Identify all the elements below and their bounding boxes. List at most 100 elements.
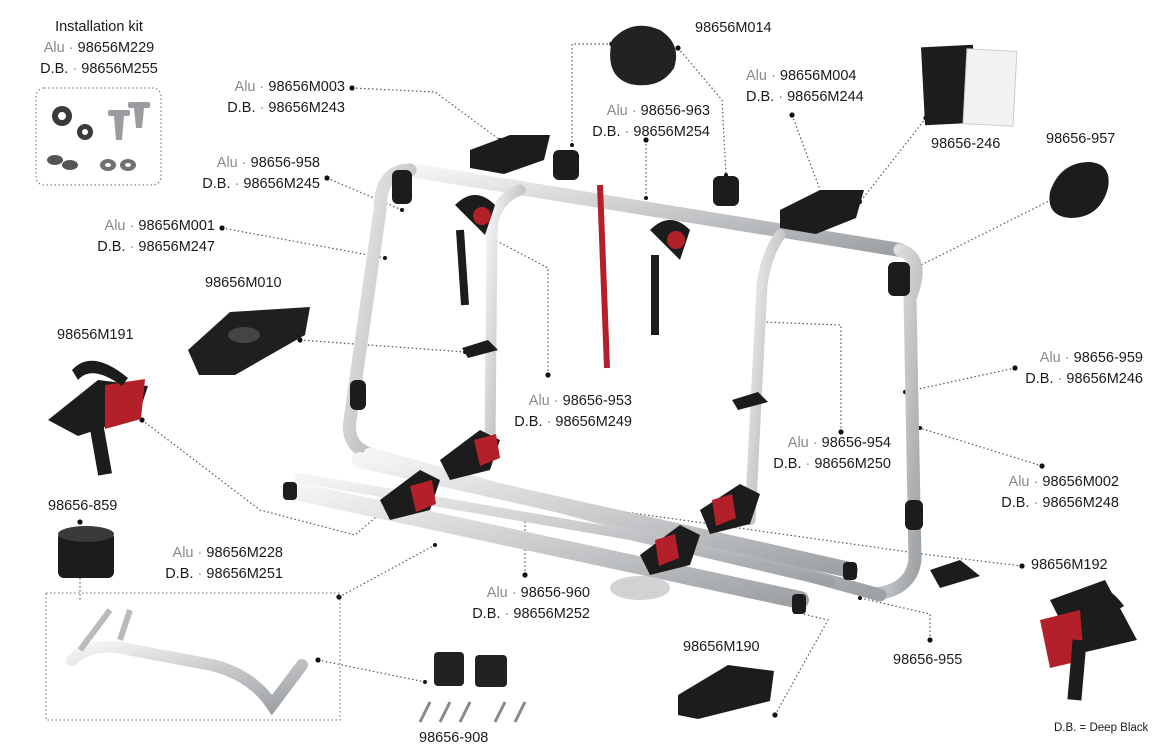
separator: · — [546, 414, 552, 430]
labels-m001-alu-code: 98656M001 — [138, 218, 215, 234]
label-98656-957: 98656-957 — [1046, 129, 1115, 150]
labels-m960-db: D.B. — [472, 606, 501, 622]
pad-black-part — [920, 44, 978, 126]
installation-kit-box — [35, 87, 162, 186]
labels-m963-alu: Alu — [606, 103, 628, 119]
label-98656M190: 98656M190 — [683, 637, 760, 658]
label-installation-kit: Installation kit Alu · 98656M229 D.B. · … — [38, 17, 160, 80]
label-98656-963: Alu · 98656-963 D.B. · 98656M254 — [560, 101, 710, 143]
separator: · — [771, 68, 776, 84]
support-block-part — [678, 665, 774, 719]
labels-installation-kit-alu-code: 98656M229 — [77, 40, 155, 56]
top-mount-right — [780, 190, 864, 234]
top-mount-left — [470, 135, 550, 174]
labels-m004-alu: Alu — [746, 68, 767, 84]
label-98656-958: Alu · 98656-958 D.B. · 98656M245 — [180, 153, 320, 195]
labels-m954-alu-code: 98656-954 — [821, 435, 891, 451]
labels-m004-db-code: 98656M244 — [787, 89, 864, 105]
labels-m958-db-code: 98656M245 — [243, 176, 320, 192]
labels-m001-alu: Alu — [104, 218, 126, 234]
labels-installation-kit-db-code: 98656M255 — [81, 61, 158, 77]
wheel-holder-left-part — [48, 360, 148, 476]
wheel-holder-right-part — [1040, 580, 1137, 701]
labels-m954-db-code: 98656M250 — [814, 456, 891, 472]
pad-white-part — [962, 48, 1018, 127]
end-cap-part — [1049, 162, 1109, 218]
separator: · — [812, 435, 818, 451]
labels-m002-db-code: 98656M248 — [1042, 495, 1119, 511]
separator: · — [129, 239, 135, 255]
separator: · — [1033, 474, 1039, 490]
labels-m959-alu-code: 98656-959 — [1073, 350, 1143, 366]
labels-m004-db: D.B. — [746, 89, 775, 105]
labels-m958-alu: Alu — [216, 155, 238, 171]
screw-icon — [108, 102, 150, 140]
labels-m003-alu-code: 98656M003 — [268, 79, 345, 95]
separator: · — [631, 103, 637, 119]
separator: · — [241, 155, 247, 171]
labels-m959-db-code: 98656M246 — [1066, 371, 1143, 387]
labels-m002-db: D.B. — [1001, 495, 1030, 511]
label-98656M014: 98656M014 — [695, 18, 772, 39]
labels-m953-alu-code: 98656-953 — [562, 393, 632, 409]
label-98656-246: 98656-246 — [931, 134, 1000, 155]
fittings-part — [418, 652, 527, 723]
labels-m958-alu-code: 98656-958 — [250, 155, 320, 171]
frame-bar-part — [66, 640, 308, 716]
separator: · — [624, 124, 630, 140]
gear-icon — [52, 106, 93, 140]
labels-m963-db-code: 98656M254 — [633, 124, 710, 140]
label-98656-954: Alu · 98656-954 D.B. · 98656M250 — [748, 433, 891, 475]
separator: · — [504, 606, 510, 622]
label-98656M192: 98656M192 — [1031, 555, 1108, 576]
labels-m957-code: 98656-957 — [1046, 131, 1116, 147]
labels-m953-db: D.B. — [514, 414, 543, 430]
separator: · — [511, 585, 517, 601]
label-98656-959: Alu · 98656-959 D.B. · 98656M246 — [1000, 348, 1143, 390]
labels-m246-code: 98656-246 — [931, 136, 1001, 152]
separator: · — [1033, 495, 1039, 511]
labels-m955-code: 98656-955 — [893, 652, 963, 668]
labels-m004-alu-code: 98656M004 — [779, 68, 857, 84]
labels-m002-alu: Alu — [1008, 474, 1030, 490]
rack-frame — [281, 135, 980, 614]
labels-m003-alu: Alu — [234, 79, 256, 95]
labels-m228-db-code: 98656M251 — [206, 566, 283, 582]
labels-m003-db: D.B. — [227, 100, 256, 116]
labels-m959-alu: Alu — [1039, 350, 1061, 366]
separator: · — [68, 40, 74, 56]
frame-bar-box — [45, 592, 341, 721]
installation-kit-title: Installation kit — [55, 19, 143, 35]
separator: · — [197, 545, 203, 561]
separator: · — [234, 176, 240, 192]
label-98656-859: 98656-859 — [48, 496, 117, 517]
labels-m010-code: 98656M010 — [205, 275, 282, 291]
label-98656-955: 98656-955 — [893, 650, 962, 671]
labels-m960-db-code: 98656M252 — [513, 606, 590, 622]
label-98656M002: Alu · 98656M002 D.B. · 98656M248 — [972, 472, 1119, 514]
labels-m963-db: D.B. — [592, 124, 621, 140]
separator: · — [553, 393, 559, 409]
labels-m954-alu: Alu — [787, 435, 809, 451]
separator: · — [778, 89, 784, 105]
separator: · — [197, 566, 203, 582]
labels-m001-db: D.B. — [97, 239, 126, 255]
labels-installation-kit-db: D.B. — [40, 61, 69, 77]
nut-icon — [100, 159, 136, 171]
label-98656M004: Alu · 98656M004 D.B. · 98656M244 — [746, 66, 864, 108]
label-98656M191: 98656M191 — [57, 325, 134, 346]
labels-m228-alu: Alu — [172, 545, 194, 561]
label-98656M228: Alu · 98656M228 D.B. · 98656M251 — [140, 543, 283, 585]
labels-m954-db: D.B. — [773, 456, 802, 472]
labels-installation-kit-alu: Alu — [43, 40, 65, 56]
label-98656M010: 98656M010 — [205, 273, 282, 294]
labels-m003-db-code: 98656M243 — [268, 100, 345, 116]
labels-m014-code: 98656M014 — [695, 20, 772, 36]
label-98656M001: Alu · 98656M001 D.B. · 98656M247 — [70, 216, 215, 258]
labels-m959-db: D.B. — [1025, 371, 1054, 387]
label-98656-953: Alu · 98656-953 D.B. · 98656M249 — [490, 391, 632, 433]
label-98656-908: 98656-908 — [419, 728, 488, 749]
labels-m963-alu-code: 98656-963 — [640, 103, 710, 119]
separator: · — [805, 456, 811, 472]
labels-m859-code: 98656-859 — [48, 498, 118, 514]
